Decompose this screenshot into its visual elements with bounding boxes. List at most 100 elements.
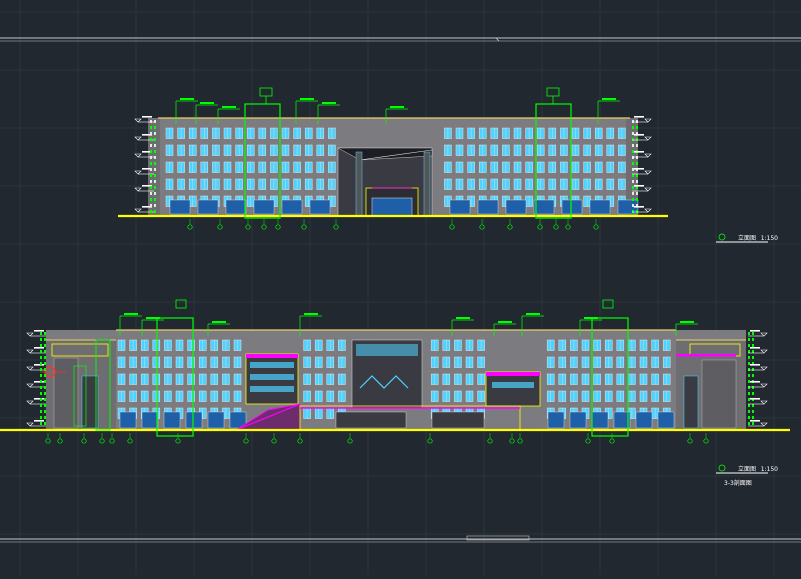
edge-trim	[748, 362, 750, 365]
axis-bubble	[275, 224, 281, 230]
axis-bubble	[449, 224, 455, 230]
edge-trim	[632, 192, 634, 195]
storefront-panel	[477, 199, 499, 215]
edge-trim	[40, 410, 42, 413]
storefront-panel	[547, 411, 565, 429]
level-triangle	[760, 366, 768, 371]
level-value-mark	[750, 420, 760, 422]
edge-trim	[44, 398, 46, 401]
level-value-mark	[34, 330, 44, 332]
level-triangle	[644, 153, 652, 158]
storefront-panel	[169, 199, 191, 215]
level-value-mark	[34, 398, 44, 400]
edge-trim	[752, 368, 754, 371]
edge-trim	[40, 356, 42, 359]
edge-trim	[752, 338, 754, 341]
edge-trim	[636, 210, 638, 213]
edge-trim	[40, 374, 42, 377]
edge-trim	[40, 344, 42, 347]
edge-trim	[40, 368, 42, 371]
edge-trim	[44, 356, 46, 359]
edge-trim	[44, 404, 46, 407]
bottom-axis-bubbles	[45, 433, 709, 444]
axis-bubble	[109, 438, 115, 444]
leader-note-mark	[456, 317, 470, 319]
axis-bubble	[333, 224, 339, 230]
edge-trim	[636, 174, 638, 177]
edge-trim	[44, 422, 46, 425]
level-triangle	[134, 153, 142, 158]
leader-note-mark	[602, 98, 616, 100]
level-value-mark	[142, 116, 152, 118]
edge-trim	[636, 156, 638, 159]
edge-trim	[752, 350, 754, 353]
edge-trim	[154, 156, 156, 159]
storefront-panel	[657, 411, 675, 429]
edge-trim	[632, 198, 634, 201]
edge-trim	[752, 392, 754, 395]
edge-trim	[154, 204, 156, 207]
edge-trim	[154, 132, 156, 135]
edge-trim	[632, 120, 634, 123]
storefront-panel	[207, 411, 225, 429]
storefront-panel	[613, 411, 631, 429]
edge-trim	[150, 156, 152, 159]
level-triangle	[760, 422, 768, 427]
edge-trim	[44, 344, 46, 347]
axis-bubble	[175, 438, 181, 444]
level-value-mark	[142, 185, 152, 187]
edge-trim	[632, 168, 634, 171]
level-value-mark	[142, 151, 152, 153]
leader-note-mark	[212, 321, 226, 323]
leader-note-mark	[146, 317, 160, 319]
level-value-mark	[634, 185, 644, 187]
level-triangle	[644, 136, 652, 141]
axis-bubble	[507, 224, 513, 230]
edge-trim	[150, 180, 152, 183]
level-triangle	[644, 187, 652, 192]
edge-trim	[636, 132, 638, 135]
top-elevation-title: 立面图	[738, 234, 756, 242]
edge-trim	[632, 126, 634, 129]
edge-trim	[752, 374, 754, 377]
axis-bubble	[301, 224, 307, 230]
bottom-highlight-frames	[40, 299, 629, 437]
leader-note-mark	[300, 98, 314, 100]
edge-trim	[636, 126, 638, 129]
edge-trim	[44, 410, 46, 413]
level-triangle	[26, 400, 34, 405]
leader-note-mark	[584, 317, 598, 319]
level-value-mark	[750, 398, 760, 400]
edge-trim	[636, 144, 638, 147]
level-value-mark	[34, 420, 44, 422]
edge-trim	[632, 162, 634, 165]
axis-bubble	[427, 438, 433, 444]
edge-trim	[632, 174, 634, 177]
level-value-mark	[634, 116, 644, 118]
top-level-markers-left	[134, 116, 638, 213]
edge-trim	[752, 416, 754, 419]
edge-trim	[636, 180, 638, 183]
edge-trim	[40, 416, 42, 419]
level-triangle	[134, 136, 142, 141]
bottom-level-markers-right	[748, 330, 768, 427]
storefront-panel	[197, 199, 219, 215]
level-value-mark	[750, 364, 760, 366]
axis-bubble	[593, 224, 599, 230]
level-value-mark	[34, 381, 44, 383]
level-triangle	[134, 208, 142, 213]
storefront-panel	[505, 199, 527, 215]
edge-trim	[748, 344, 750, 347]
top-left-wing	[148, 118, 160, 216]
edge-trim	[632, 210, 634, 213]
axis-bubble	[553, 224, 559, 230]
edge-trim	[752, 386, 754, 389]
edge-trim	[150, 144, 152, 147]
bottom-elevation-subtitle: 3-3剖面图	[724, 479, 752, 487]
edge-trim	[150, 204, 152, 207]
edge-trim	[636, 198, 638, 201]
level-value-mark	[750, 381, 760, 383]
edge-trim	[150, 132, 152, 135]
